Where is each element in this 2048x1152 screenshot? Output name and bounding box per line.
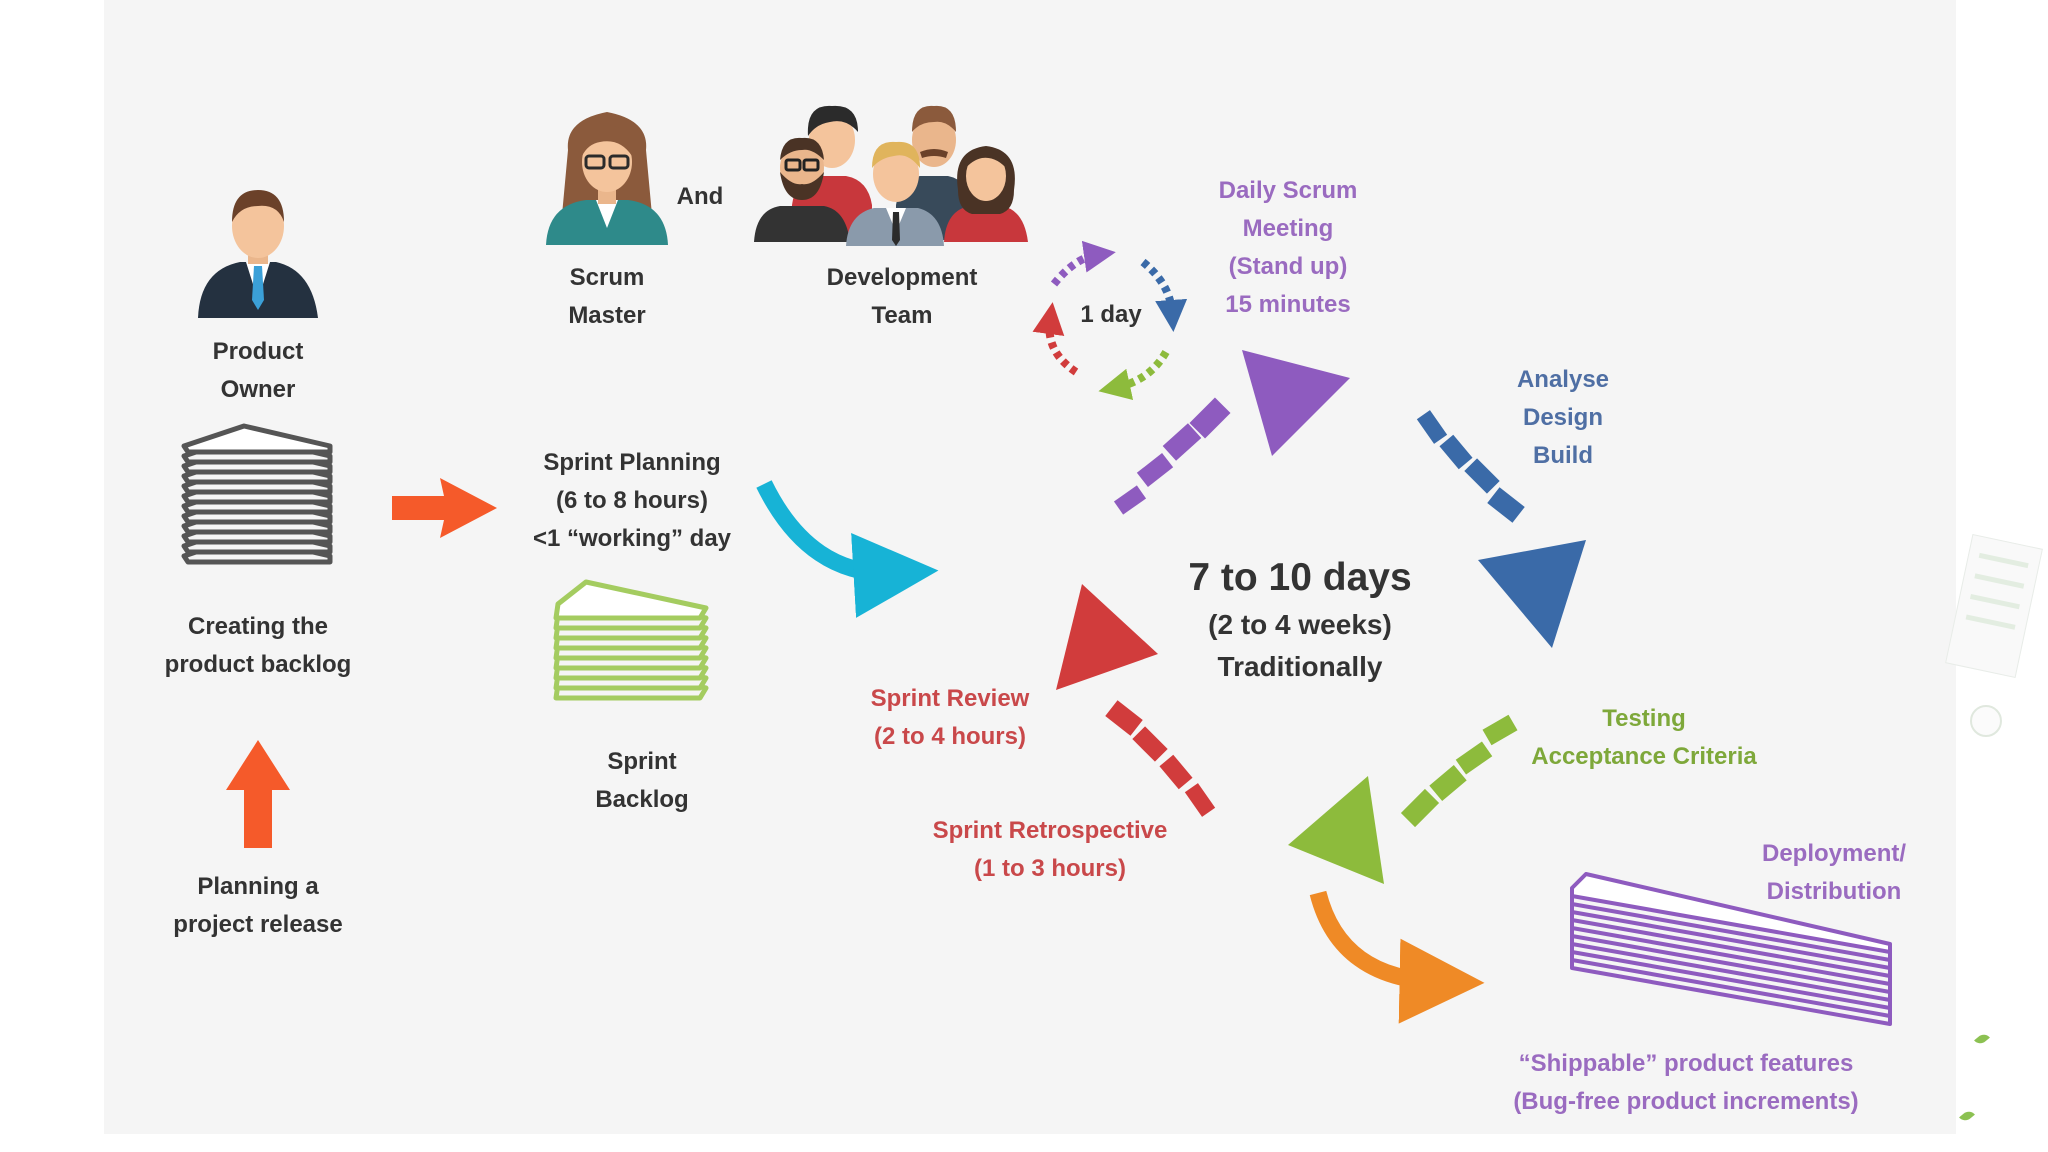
deployment-label: Deployment/ Distribution xyxy=(1761,840,1907,905)
product-backlog-label: Creating the product backlog xyxy=(164,613,352,678)
sprint-backlog-label: Sprint Backlog xyxy=(595,748,689,813)
scrum-master-label: Scrum Master xyxy=(568,264,646,329)
shippable-features-label: “Shippable” product features (Bug-free p… xyxy=(1513,1050,1859,1115)
daily-cycle-icon xyxy=(1032,240,1188,401)
product-owner-avatar xyxy=(198,190,318,318)
development-team-label: Development Team xyxy=(826,264,978,329)
dashed-arrow-red-icon xyxy=(1056,584,1216,817)
daily-scrum-label: Daily Scrum Meeting (Stand up) 15 minute… xyxy=(1218,177,1358,318)
sprint-cycle-arrows xyxy=(1056,350,1586,884)
stack-sheet xyxy=(553,579,709,621)
analyse-design-build-label: Analyse Design Build xyxy=(1516,366,1610,469)
up-arrow-icon xyxy=(226,740,290,848)
testing-label: Testing Acceptance Criteria xyxy=(1531,705,1757,770)
curved-arrow-orange-icon xyxy=(1309,890,1485,1024)
sprint-duration-label: 7 to 10 days (2 to 4 weeks) Traditionall… xyxy=(1188,556,1412,682)
product-owner-label: Product Owner xyxy=(212,338,304,403)
shippable-features-stack-icon xyxy=(1570,872,1892,1026)
stack-sheet xyxy=(1570,872,1892,954)
sprint-retrospective-label: Sprint Retrospective (1 to 3 hours) xyxy=(932,817,1168,882)
right-arrow-icon xyxy=(392,478,497,538)
dashed-arrow-green-icon xyxy=(1288,714,1518,884)
and-label: And xyxy=(676,183,724,210)
planning-release-label: Planning a project release xyxy=(173,873,343,938)
product-backlog-stack-icon xyxy=(181,423,333,565)
sprint-planning-label: Sprint Planning (6 to 8 hours) <1 “worki… xyxy=(532,449,732,552)
curved-arrow-cyan-icon xyxy=(756,480,939,618)
development-team-avatars xyxy=(754,105,1028,246)
circle-decoration xyxy=(1970,705,2002,737)
stack-sheet xyxy=(181,423,333,455)
scrum-master-avatar xyxy=(546,112,668,245)
sprint-review-label: Sprint Review (2 to 4 hours) xyxy=(870,685,1030,750)
dashed-arrow-purple-icon xyxy=(1113,350,1350,515)
sprint-backlog-stack-icon xyxy=(553,579,709,701)
daily-cycle-label: 1 day xyxy=(1080,301,1142,328)
dashed-arrow-blue-icon xyxy=(1416,410,1586,648)
